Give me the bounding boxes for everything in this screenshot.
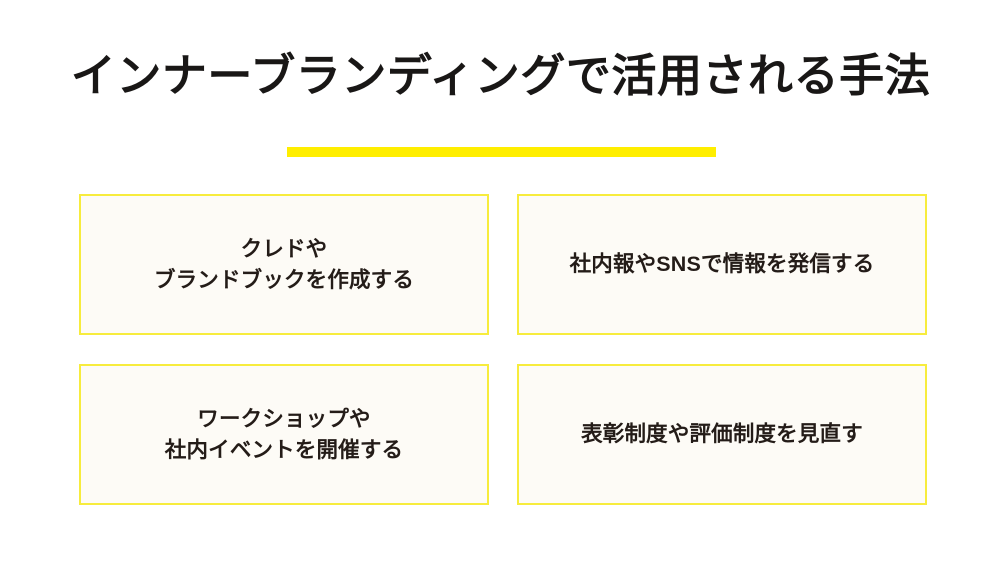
method-card-grid: クレドや ブランドブックを作成する 社内報やSNSで情報を発信する ワークショッ… (79, 194, 927, 506)
method-card-award-evaluation-review[interactable]: 表彰制度や評価制度を見直す (517, 364, 927, 505)
method-card-label: クレドや ブランドブックを作成する (153, 236, 415, 292)
page-title: インナーブランディングで活用される手法 (70, 50, 931, 101)
method-card-credo-brandbook[interactable]: クレドや ブランドブックを作成する (79, 194, 489, 335)
title-underline-bar (287, 147, 716, 157)
method-card-label: ワークショップや 社内イベントを開催する (164, 406, 404, 462)
method-card-workshop-internal-event[interactable]: ワークショップや 社内イベントを開催する (79, 364, 489, 505)
method-card-internal-news-sns[interactable]: 社内報やSNSで情報を発信する (517, 194, 927, 335)
method-card-label: 表彰制度や評価制度を見直す (581, 422, 863, 446)
heading-block: インナーブランディングで活用される手法 (0, 48, 1001, 104)
method-card-label: 社内報やSNSで情報を発信する (569, 252, 875, 276)
